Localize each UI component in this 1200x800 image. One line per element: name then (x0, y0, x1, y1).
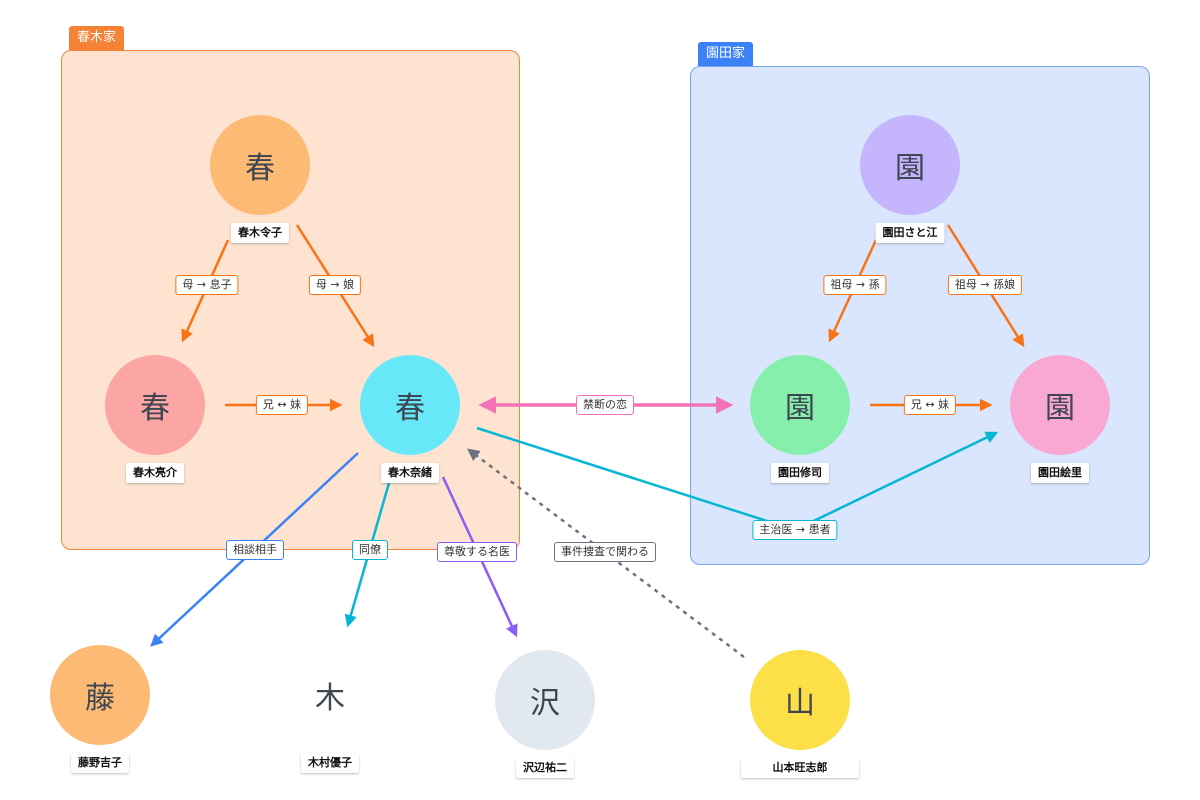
label-grandmother-granddaughter: 祖母 → 孫娘 (947, 275, 1023, 295)
label-mother-son: 母 → 息子 (175, 275, 239, 295)
label-investigation: 事件捜査で関わる (554, 542, 656, 562)
label-colleague: 同僚 (352, 540, 388, 560)
avatar-eri[interactable]: 園 (1010, 355, 1110, 455)
name-eri: 園田絵里 (1031, 463, 1089, 483)
name-ryosuke: 春木亮介 (126, 463, 184, 483)
name-reiko: 春木令子 (231, 223, 289, 243)
avatar-shuji[interactable]: 園 (750, 355, 850, 455)
name-sawabe: 沢辺祐二 (516, 758, 574, 778)
label-siblings-sonoda: 兄 ↔ 妹 (903, 395, 957, 415)
avatar-yamamoto[interactable]: 山 (750, 650, 850, 750)
label-siblings-haruki: 兄 ↔ 妹 (255, 395, 309, 415)
name-fujino: 藤野吉子 (71, 753, 129, 773)
avatar-sawabe[interactable]: 沢 (495, 650, 595, 750)
avatar-ryosuke[interactable]: 春 (105, 355, 205, 455)
name-kimura: 木村優子 (301, 753, 359, 773)
label-grandmother-grandson: 祖母 → 孫 (823, 275, 887, 295)
label-doctor-patient: 主治医 → 患者 (752, 520, 838, 540)
avatar-kimura[interactable]: 木 (280, 645, 380, 745)
name-shuji: 園田修司 (771, 463, 829, 483)
group-tag-sonoda: 園田家 (698, 42, 754, 66)
label-counselor: 相談相手 (226, 540, 284, 560)
avatar-fujino[interactable]: 藤 (50, 645, 150, 745)
avatar-satoe[interactable]: 園 (860, 115, 960, 215)
label-mother-daughter: 母 → 娘 (308, 275, 362, 295)
label-respected-doctor: 尊敬する名医 (437, 542, 517, 562)
label-forbidden-love: 禁断の恋 (576, 395, 634, 415)
avatar-nao[interactable]: 春 (360, 355, 460, 455)
name-yamamoto: 山本旺志郎 (741, 758, 859, 778)
group-tag-haruki: 春木家 (69, 26, 125, 50)
avatar-reiko[interactable]: 春 (210, 115, 310, 215)
name-satoe: 園田さと江 (875, 223, 945, 243)
name-nao: 春木奈緒 (381, 463, 439, 483)
